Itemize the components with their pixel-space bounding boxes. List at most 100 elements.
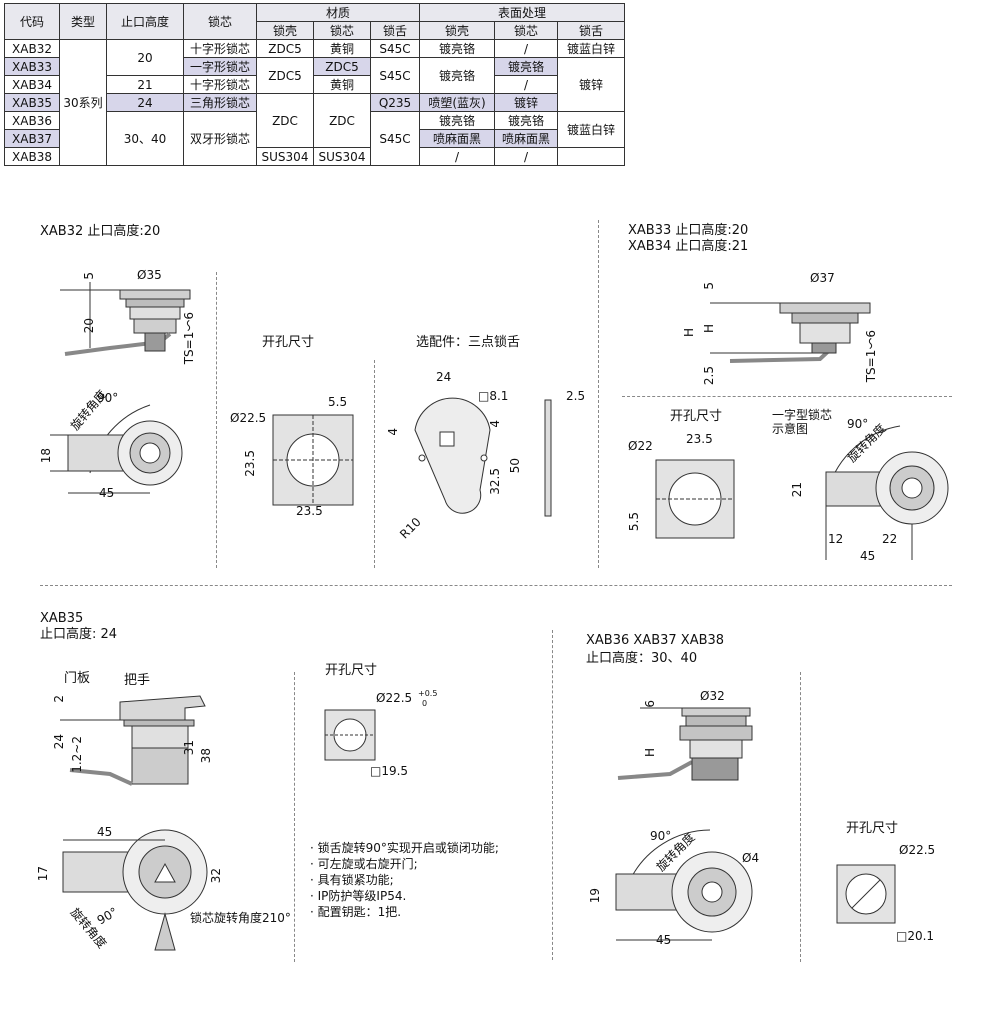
s4-6: 6: [643, 700, 657, 708]
th-m-tongue: 锁舌: [370, 21, 420, 40]
s4-rot-deg: 90°: [650, 829, 672, 843]
table-row: XAB37 喷麻面黑 喷麻面黑: [4, 129, 625, 148]
s2-note1: 一字型锁芯: [772, 408, 833, 422]
s2-12: 12: [828, 532, 844, 546]
s3-38: 38: [199, 748, 213, 764]
hole-235v: 23.5: [243, 450, 257, 477]
rot-deg: 90°: [97, 391, 119, 405]
s3-24: 24: [52, 734, 66, 750]
divider: [374, 360, 375, 568]
s4-45: 45: [656, 933, 672, 947]
table-row: XAB33 一字形锁芯 ZDC5 ZDC5 S45C 镀亮铬 镀亮铬 镀锌: [4, 57, 625, 112]
s2-H: H: [682, 328, 696, 338]
table-row: XAB32 30系列 20 十字形锁芯 ZDC5 黄铜 S45C 镀亮铬 / 镀…: [4, 39, 625, 166]
s3-hole-d: Ø22.5: [376, 691, 413, 705]
th-m-shell: 锁壳: [256, 21, 314, 40]
xab35-hole-view: [324, 709, 376, 761]
s4-19: 19: [588, 888, 602, 904]
label-door: 门板: [64, 671, 91, 686]
s3-122: 1.2~2: [70, 736, 84, 773]
list-item: 可左旋或右旋开门;: [310, 856, 499, 872]
dim-20: 20: [82, 318, 96, 334]
s2-hole-55: 5.5: [627, 512, 641, 532]
th-material: 材质: [256, 3, 420, 22]
divider: [800, 672, 801, 962]
opt-25: 2.5: [566, 389, 586, 403]
hole-title: 开孔尺寸: [262, 335, 315, 350]
opt-50: 50: [508, 458, 522, 474]
xab36-hole-view: [836, 864, 896, 924]
th-core: 锁芯: [183, 3, 257, 40]
xab33-side-view: [710, 302, 871, 363]
xab33-hole-view: [655, 459, 735, 539]
hole-d225: Ø22.5: [230, 411, 267, 425]
list-item: 具有锁紧功能;: [310, 872, 499, 888]
th-code: 代码: [4, 3, 60, 40]
xab32-side-view: [60, 282, 191, 356]
sec3-title2: 止口高度: 24: [40, 627, 118, 642]
table-row: XAB36 30、40 双牙形锁芯 S45C 镀亮铬 镀亮铬 镀蓝白锌: [4, 111, 625, 166]
dim-ts: TS=1～6: [182, 312, 196, 365]
s2-H2: H: [702, 324, 716, 334]
dim-d35: Ø35: [137, 268, 162, 282]
hole-55: 5.5: [328, 395, 348, 409]
opt-4b: 4: [488, 420, 502, 428]
xab35-side-view: [60, 695, 206, 786]
table-row: XAB34 21 十字形锁芯 黄铜 /: [4, 75, 625, 94]
s2-25: 2.5: [702, 366, 716, 386]
s2-5: 5: [702, 282, 716, 290]
s3-32: 32: [209, 868, 223, 884]
xab33-front-view: [825, 425, 949, 560]
th-height: 止口高度: [106, 3, 184, 40]
s2-hole-title: 开孔尺寸: [670, 409, 723, 424]
sec3-title1: XAB35: [40, 611, 84, 626]
dim-5: 5: [82, 272, 96, 280]
th-type: 类型: [59, 3, 107, 40]
divider: [598, 220, 599, 568]
xab35-front-view: [62, 829, 208, 951]
sec2-title1: XAB33 止口高度:20: [628, 223, 749, 238]
th-s-core: 锁芯: [494, 21, 558, 40]
xab32-hole-view: [272, 414, 354, 506]
list-item: 配置钥匙：1把.: [310, 904, 499, 920]
s4-d32: Ø32: [700, 689, 725, 703]
s4-H: H: [643, 748, 657, 758]
list-item: 锁舌旋转90°实现开启或锁闭功能;: [310, 840, 499, 856]
divider: [552, 630, 553, 960]
sec2-title2: XAB34 止口高度:21: [628, 239, 749, 254]
s2-hole-d22: Ø22: [628, 439, 653, 453]
hole-235h: 23.5: [296, 504, 323, 518]
s3-tol-up: +0.5: [418, 689, 438, 698]
type-cell: 30系列: [59, 39, 107, 166]
divider: [216, 272, 217, 568]
s2-hole-235: 23.5: [686, 432, 713, 446]
section-divider: [40, 585, 952, 586]
s3-core-rot: 锁芯旋转角度210°: [190, 911, 291, 925]
s3-tol-dn: 0: [422, 699, 428, 708]
s4-d4: Ø4: [742, 851, 760, 865]
th-surface: 表面处理: [419, 3, 625, 22]
opt-24: 24: [436, 370, 452, 384]
s2-ts: TS=1～6: [864, 330, 878, 383]
s2-d37: Ø37: [810, 271, 835, 285]
divider: [294, 672, 295, 962]
feature-list: 锁舌旋转90°实现开启或锁闭功能; 可左旋或右旋开门; 具有锁紧功能; IP防护…: [310, 840, 499, 920]
s3-hole-title: 开孔尺寸: [325, 663, 378, 678]
s2-rot-deg: 90°: [847, 417, 869, 431]
three-point-tongue: [414, 397, 552, 517]
s3-hole-sq: □19.5: [370, 764, 409, 778]
dim-45: 45: [99, 486, 115, 500]
label-handle: 把手: [124, 673, 151, 688]
s3-17: 17: [36, 866, 50, 882]
s3-2: 2: [52, 695, 66, 703]
s2-22: 22: [882, 532, 898, 546]
th-s-tongue: 锁舌: [557, 21, 625, 40]
s4-hole-d: Ø22.5: [899, 843, 936, 857]
dim-18: 18: [39, 448, 53, 464]
s2-21: 21: [790, 482, 804, 498]
sec4-title1: XAB36 XAB37 XAB38: [586, 633, 725, 648]
sec4-title2: 止口高度：30、40: [586, 651, 698, 666]
opt-4a: 4: [386, 428, 400, 436]
sec1-title: XAB32 止口高度:20: [40, 224, 161, 239]
th-s-shell: 锁壳: [419, 21, 495, 40]
